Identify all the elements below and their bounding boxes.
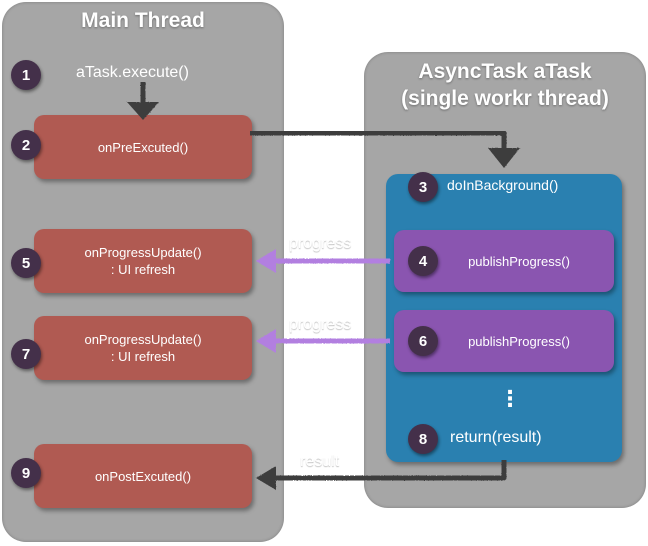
on-progress-update-2-line1: onProgressUpdate()	[84, 332, 202, 347]
async-task-title-line1: AsyncTask aTask	[418, 60, 592, 83]
return-result-label: return(result)	[450, 429, 542, 446]
progress-label-1: progress	[289, 235, 352, 252]
main-thread-title: Main Thread	[81, 9, 205, 32]
ellipsis-dots: ⋮	[499, 386, 521, 411]
execute-arrow	[127, 82, 159, 120]
on-pre-executed-label: onPreExcuted()	[97, 139, 189, 155]
step-badge-6: 6	[408, 326, 438, 356]
step-badge-7: 7	[11, 339, 41, 369]
progress-arrow-2	[256, 329, 390, 353]
publish-progress-2-label: publishProgress()	[468, 333, 570, 349]
step-badge-3: 3	[408, 172, 438, 202]
step-badge-5: 5	[11, 248, 41, 278]
result-label: result	[300, 453, 340, 470]
on-progress-update-2-line2: : UI refresh	[110, 349, 176, 364]
progress-label-2: progress	[289, 316, 352, 333]
on-pre-executed-box: onPreExcuted()	[34, 115, 252, 179]
pre-to-background-arrow	[250, 130, 520, 168]
execute-call-label: aTask.execute()	[76, 64, 189, 81]
on-progress-update-box-2: onProgressUpdate() : UI refresh	[34, 316, 252, 380]
step-badge-9: 9	[11, 458, 41, 488]
step-badge-1: 1	[11, 60, 41, 90]
do-in-background-label: doInBackground()	[447, 177, 559, 193]
progress-arrow-1	[256, 249, 390, 273]
on-progress-update-box-1: onProgressUpdate() : UI refresh	[34, 229, 252, 293]
step-badge-8: 8	[408, 424, 438, 454]
on-post-executed-box: onPostExcuted()	[34, 444, 252, 508]
on-post-executed-label: onPostExcuted()	[94, 468, 192, 484]
on-progress-update-1-line1: onProgressUpdate()	[84, 245, 202, 260]
step-badge-2: 2	[11, 130, 41, 160]
async-task-title-line2: (single workr thread)	[401, 87, 609, 110]
on-progress-update-1-line2: : UI refresh	[110, 262, 176, 277]
step-badge-4: 4	[408, 246, 438, 276]
result-arrow	[256, 460, 507, 490]
publish-progress-1-label: publishProgress()	[468, 253, 570, 269]
